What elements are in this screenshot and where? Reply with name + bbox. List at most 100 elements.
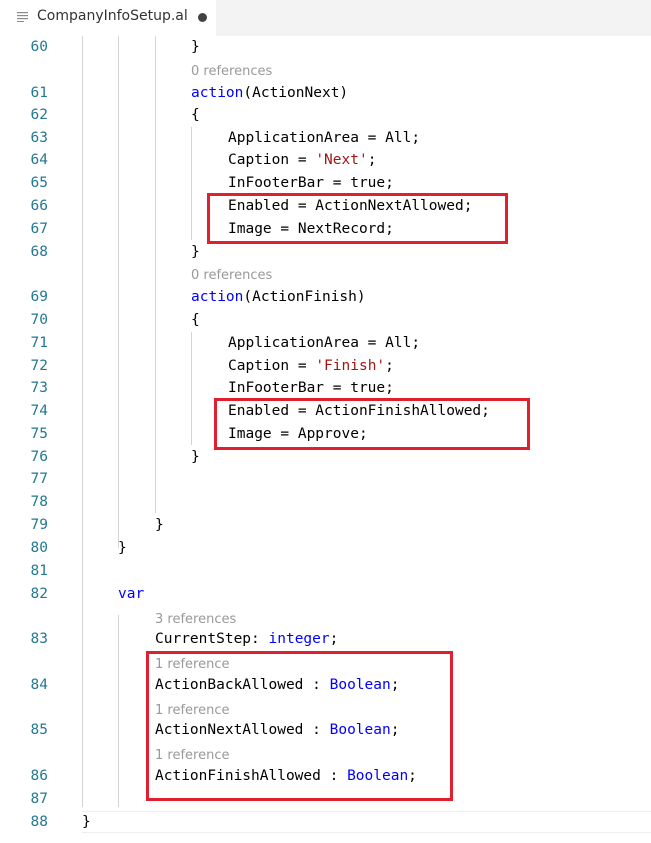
code-text: Image = NextRecord;	[228, 221, 394, 237]
line-number: 79	[30, 517, 48, 533]
variable-name: ActionBackAllowed :	[155, 677, 330, 693]
code-text: {	[191, 107, 200, 123]
code-line[interactable]: 77	[0, 468, 651, 490]
line-number: 64	[30, 152, 48, 168]
line-number: 71	[30, 335, 48, 351]
tab-title: CompanyInfoSetup.al	[37, 8, 188, 24]
line-number: 61	[30, 85, 48, 101]
code-text: }	[82, 814, 91, 830]
code-text: ApplicationArea = All;	[228, 335, 421, 351]
line-number: 67	[30, 221, 48, 237]
identifier: (ActionFinish)	[243, 289, 366, 305]
code-text: InFooterBar = true;	[228, 380, 394, 396]
indent-guide	[191, 332, 192, 445]
code-line[interactable]: 64 Caption = 'Next';	[0, 149, 651, 171]
keyword: action	[191, 289, 244, 305]
code-line[interactable]: 68 }	[0, 241, 651, 263]
code-line[interactable]: 76 }	[0, 446, 651, 468]
code-line[interactable]: 87	[0, 788, 651, 810]
code-line[interactable]: 74 Enabled = ActionFinishAllowed;	[0, 400, 651, 422]
code-text: }	[118, 540, 127, 556]
line-number: 66	[30, 198, 48, 214]
code-text: ActionNextAllowed : Boolean;	[155, 719, 399, 741]
editor-tab[interactable]: CompanyInfoSetup.al	[0, 0, 216, 36]
indent-guide	[155, 36, 156, 513]
code-line[interactable]: 83 CurrentStep: integer;	[0, 628, 651, 650]
codelens-references[interactable]: 1 reference	[155, 657, 230, 672]
variable-name: CurrentStep:	[155, 631, 269, 647]
code-line[interactable]: 73 InFooterBar = true;	[0, 377, 651, 399]
line-number: 88	[30, 814, 48, 830]
code-text: }	[191, 244, 200, 260]
keyword: var	[118, 586, 145, 602]
property: Caption =	[228, 152, 316, 168]
code-line[interactable]: 62 {	[0, 104, 651, 126]
code-line[interactable]: 80 }	[0, 537, 651, 559]
code-line[interactable]: 86 ActionFinishAllowed : Boolean;	[0, 765, 651, 787]
code-text: }	[191, 449, 200, 465]
line-number: 69	[30, 289, 48, 305]
code-line[interactable]: 75 Image = Approve;	[0, 423, 651, 445]
code-text: InFooterBar = true;	[228, 175, 394, 191]
codelens-references[interactable]: 0 references	[191, 268, 273, 283]
indent-guide	[191, 127, 192, 240]
string-literal: 'Next'	[315, 152, 368, 168]
code-line[interactable]: 81	[0, 560, 651, 582]
code-line[interactable]: 65 InFooterBar = true;	[0, 172, 651, 194]
line-number: 62	[30, 107, 48, 123]
codelens-references[interactable]: 1 reference	[155, 748, 230, 763]
code-line[interactable]: 84 ActionBackAllowed : Boolean;	[0, 674, 651, 696]
code-text: action(ActionNext)	[191, 82, 348, 104]
identifier: (ActionNext)	[243, 85, 349, 101]
code-line[interactable]: 88 }	[0, 811, 651, 833]
line-number: 85	[30, 722, 48, 738]
variable-name: ActionNextAllowed :	[155, 722, 330, 738]
line-number: 77	[30, 471, 48, 487]
code-text: Caption = 'Next';	[228, 149, 376, 171]
codelens-references[interactable]: 1 reference	[155, 703, 230, 718]
code-line[interactable]: 72 Caption = 'Finish';	[0, 355, 651, 377]
code-line[interactable]: 71 ApplicationArea = All;	[0, 332, 651, 354]
line-number: 80	[30, 540, 48, 556]
code-text: }	[191, 39, 200, 55]
punctuation: ;	[390, 722, 400, 738]
line-number: 84	[30, 677, 48, 693]
line-number: 68	[30, 244, 48, 260]
code-line[interactable]: 82 var	[0, 583, 651, 605]
code-text: }	[155, 517, 164, 533]
code-line[interactable]: 78	[0, 491, 651, 513]
code-text: ApplicationArea = All;	[228, 130, 421, 146]
code-line[interactable]: 79 }	[0, 514, 651, 536]
code-text: {	[191, 312, 200, 328]
line-number: 60	[30, 39, 48, 55]
code-line[interactable]: 61 action(ActionNext)	[0, 82, 651, 104]
line-number: 63	[30, 130, 48, 146]
indent-guide	[82, 36, 83, 807]
property: Caption =	[228, 358, 316, 374]
codelens-references[interactable]: 0 references	[191, 64, 273, 79]
type-name: Boolean	[329, 677, 391, 693]
highlight-box	[207, 193, 508, 244]
codelens-references[interactable]: 3 references	[155, 612, 237, 627]
line-number: 86	[30, 768, 48, 784]
code-line[interactable]: 70 {	[0, 309, 651, 331]
line-number: 74	[30, 403, 48, 419]
code-line[interactable]: 67 Image = NextRecord;	[0, 218, 651, 240]
line-number: 83	[30, 631, 48, 647]
code-text: CurrentStep: integer;	[155, 628, 338, 650]
highlight-box	[146, 651, 453, 801]
line-number: 73	[30, 380, 48, 396]
type-name: Boolean	[347, 768, 409, 784]
code-line[interactable]: 69 action(ActionFinish)	[0, 286, 651, 308]
line-number: 76	[30, 449, 48, 465]
code-line[interactable]: 63 ApplicationArea = All;	[0, 127, 651, 149]
code-text: action(ActionFinish)	[191, 286, 366, 308]
line-number: 70	[30, 312, 48, 328]
code-line[interactable]: 85 ActionNextAllowed : Boolean;	[0, 719, 651, 741]
line-number: 65	[30, 175, 48, 191]
unsaved-dot-icon[interactable]	[198, 13, 207, 22]
current-line-highlight	[82, 811, 651, 833]
code-line[interactable]: 66 Enabled = ActionNextAllowed;	[0, 195, 651, 217]
code-line[interactable]: 60 }	[0, 36, 651, 58]
